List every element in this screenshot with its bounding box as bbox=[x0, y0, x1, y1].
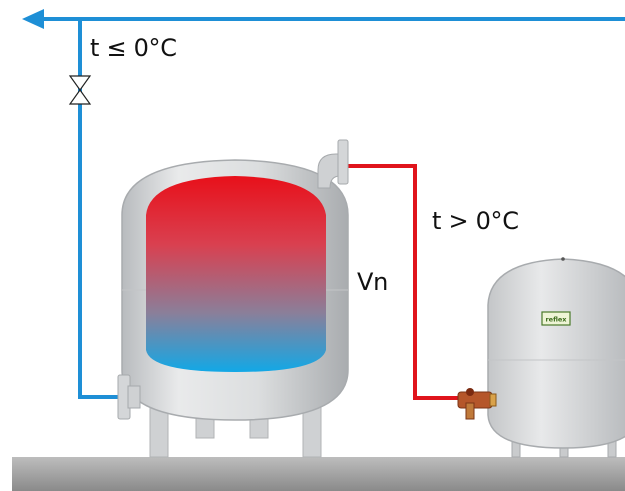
cold-pipe bbox=[40, 17, 625, 399]
hot-temperature-label: t > 0°C bbox=[432, 207, 519, 235]
vessel-volume-label: Vn bbox=[357, 268, 389, 296]
hot-pipe bbox=[348, 164, 470, 400]
vessel-brand-plate bbox=[541, 311, 571, 326]
shutoff-valve-icon bbox=[68, 75, 92, 105]
tank-water-content bbox=[146, 176, 326, 372]
flow-arrow-icon bbox=[22, 9, 44, 29]
cap-valve-icon bbox=[457, 388, 497, 420]
tank-top-outlet bbox=[317, 153, 341, 189]
cold-temperature-label: t ≤ 0°C bbox=[90, 34, 177, 62]
floor bbox=[12, 457, 625, 491]
expansion-vessel bbox=[487, 258, 625, 449]
vessel-brand-text: reflex bbox=[545, 316, 567, 324]
